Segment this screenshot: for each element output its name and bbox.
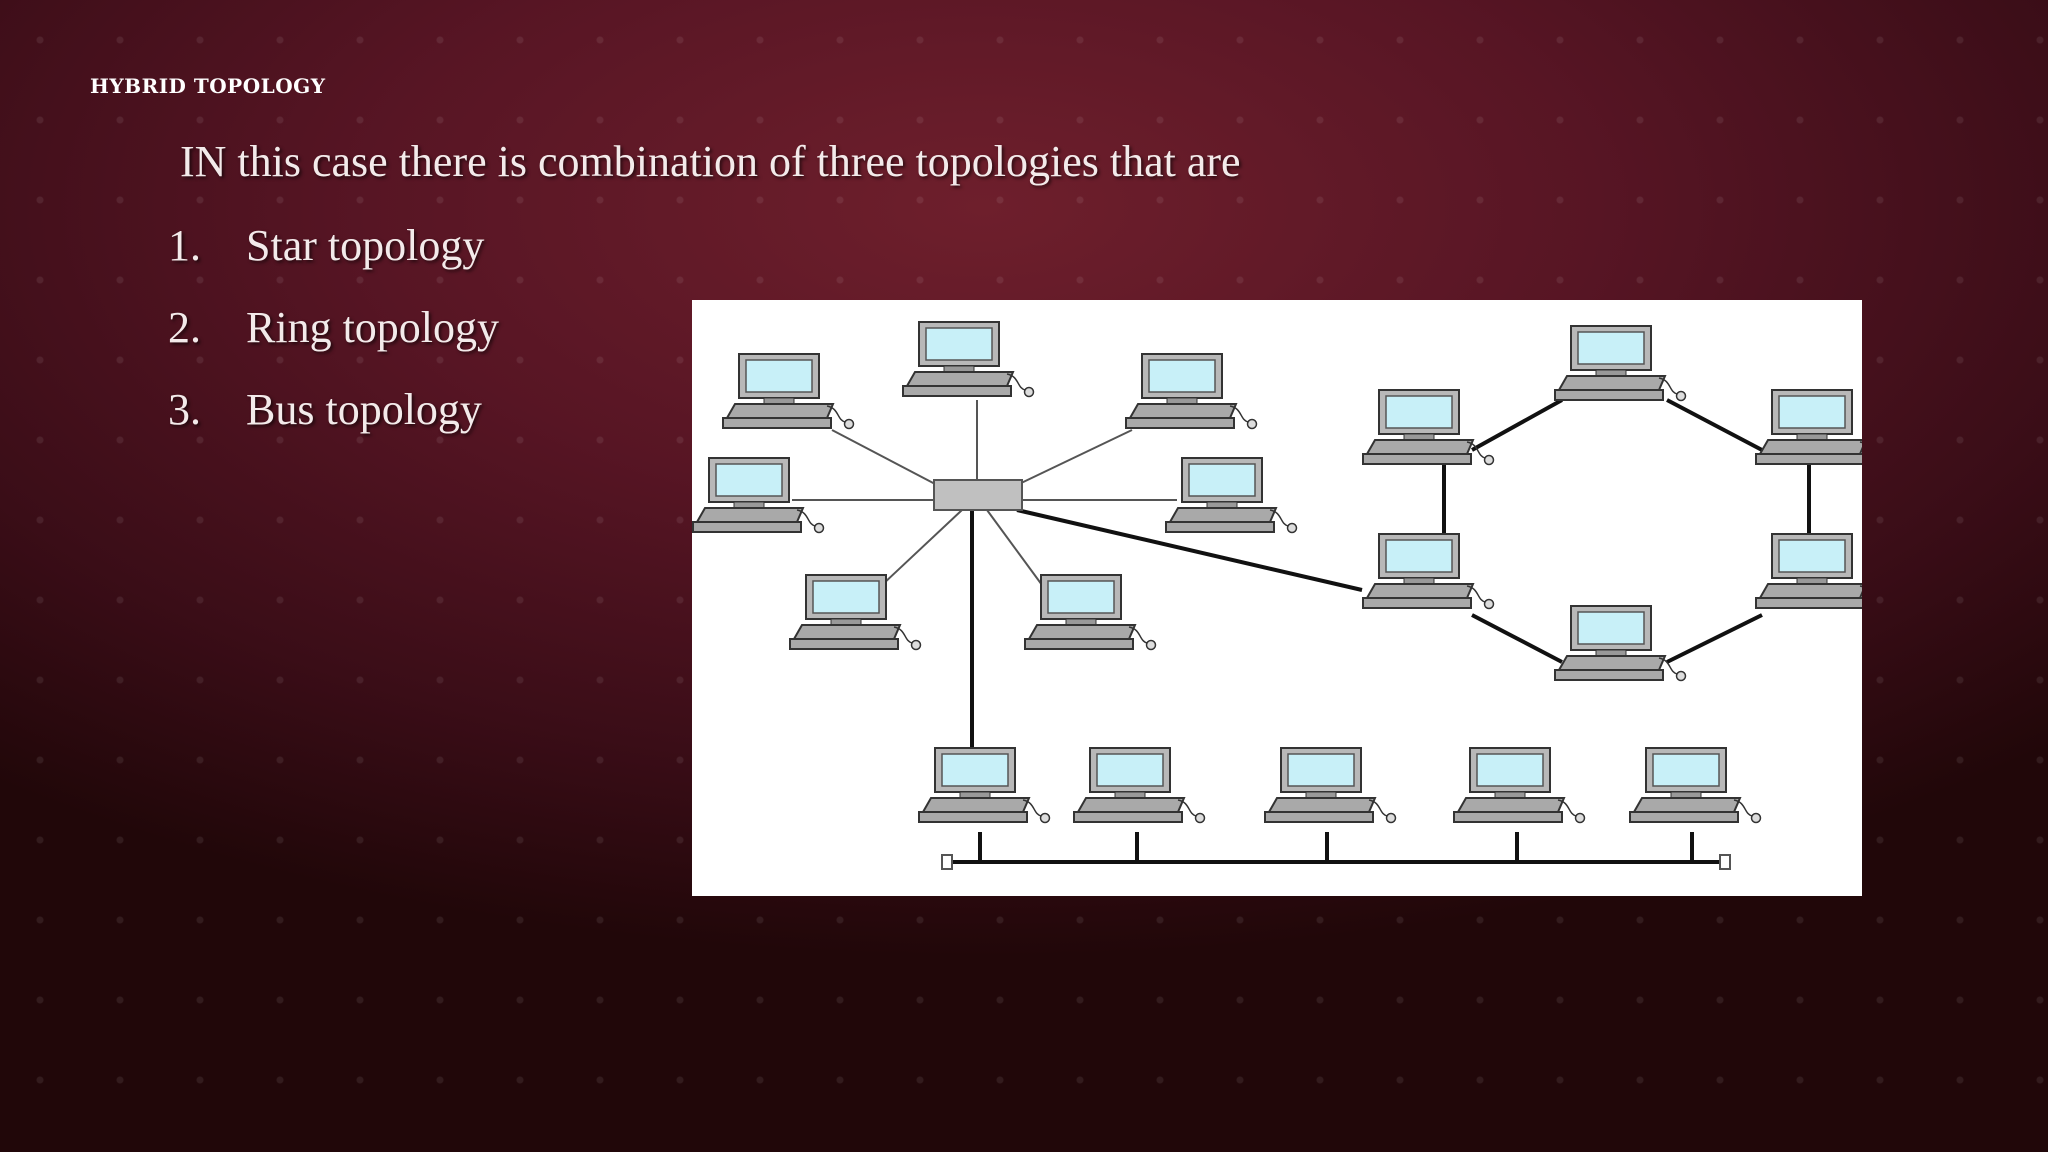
computer-icon xyxy=(902,321,1035,398)
list-item: 3. Bus topology xyxy=(168,384,499,466)
slide-title: HYBRID TOPOLOGY xyxy=(90,74,326,98)
computer-icon xyxy=(1264,747,1397,824)
computer-icon xyxy=(918,747,1051,824)
computer-icon xyxy=(1554,605,1687,682)
computer-icon xyxy=(722,353,855,430)
computer-icon xyxy=(692,457,825,534)
computer-icon xyxy=(1554,325,1687,402)
computer-icon xyxy=(1453,747,1586,824)
computer-icon xyxy=(1629,747,1762,824)
list-item: 2. Ring topology xyxy=(168,302,499,384)
list-number: 2. xyxy=(168,303,201,352)
computer-icon xyxy=(1073,747,1206,824)
topology-list: 1. Star topology 2. Ring topology 3. Bus… xyxy=(168,220,499,466)
bus-terminator-icon xyxy=(1719,854,1731,870)
list-item-label: Ring topology xyxy=(246,303,500,352)
computer-icon xyxy=(1755,533,1862,610)
computer-icon xyxy=(1362,389,1495,466)
backbone-links xyxy=(970,508,1363,760)
star-links xyxy=(792,400,1177,586)
list-item: 1. Star topology xyxy=(168,220,499,302)
computer-icon xyxy=(1165,457,1298,534)
bus-line xyxy=(947,832,1724,864)
intro-text: IN this case there is combination of thr… xyxy=(180,137,1241,186)
computer-icon xyxy=(1024,574,1157,651)
hybrid-topology-diagram xyxy=(692,300,1862,896)
bus-terminator-icon xyxy=(941,854,953,870)
list-item-label: Star topology xyxy=(246,221,485,270)
diagram-svg xyxy=(692,321,1862,870)
list-item-label: Bus topology xyxy=(246,385,482,434)
list-number: 3. xyxy=(168,385,201,434)
list-number: 1. xyxy=(168,221,201,270)
computer-icon xyxy=(1362,533,1495,610)
computer-icon xyxy=(1755,389,1862,466)
computer-icon xyxy=(1125,353,1258,430)
computer-icon xyxy=(789,574,922,651)
hub-icon xyxy=(933,479,1023,511)
